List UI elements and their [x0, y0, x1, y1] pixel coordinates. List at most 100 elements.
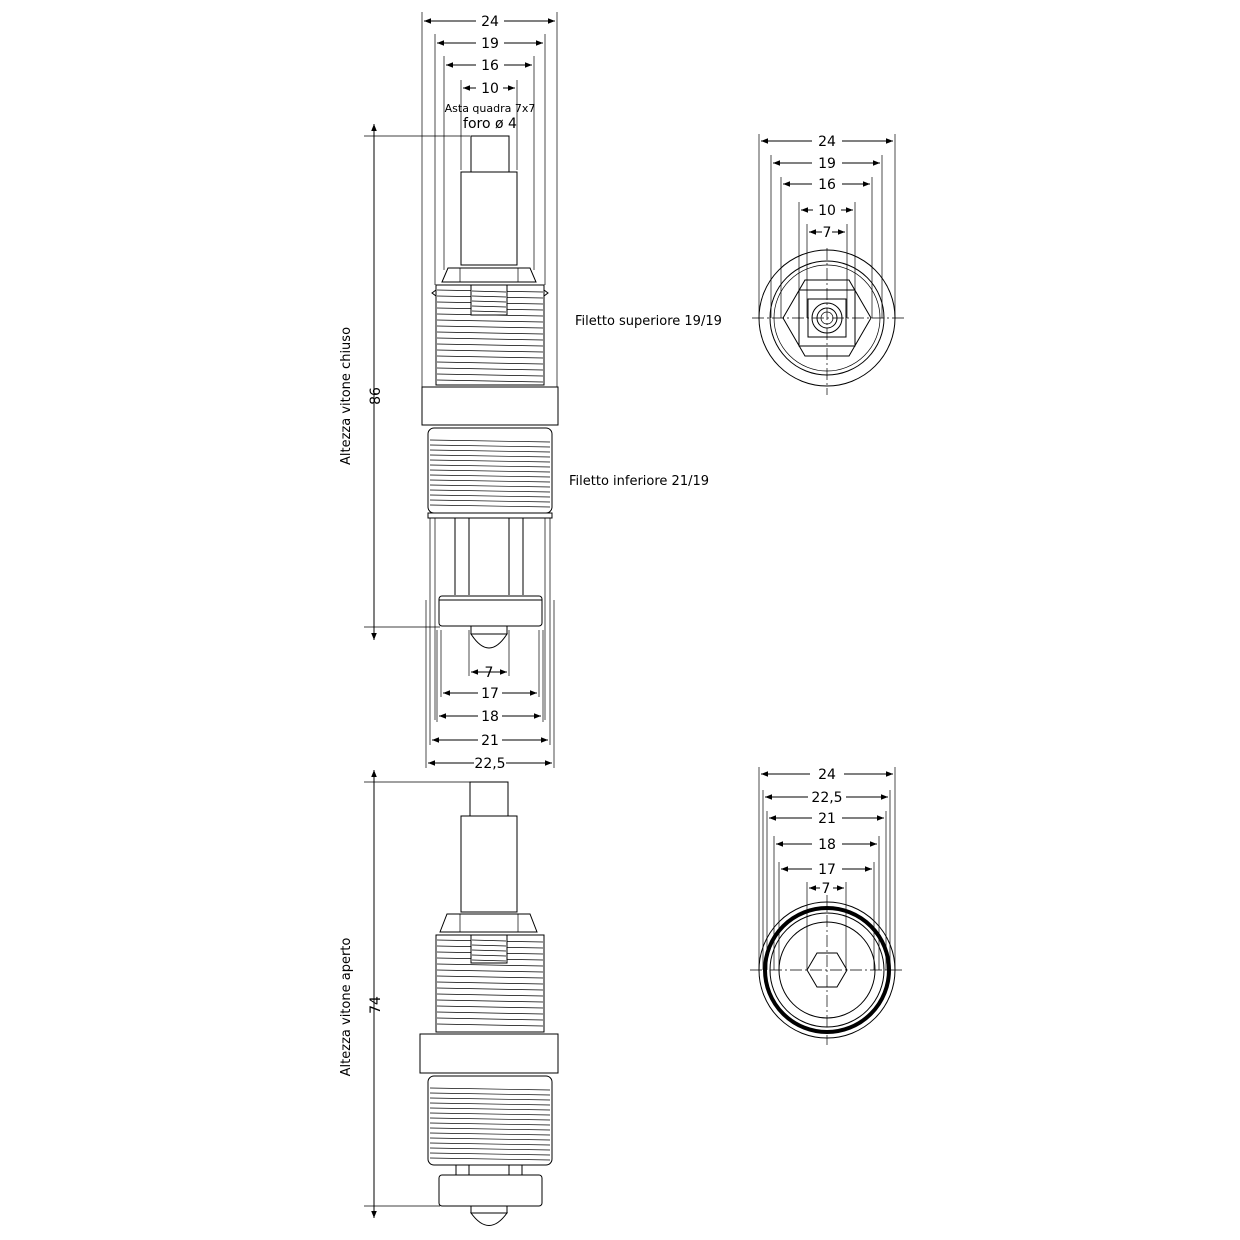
bottom-dim-21: 21 [818, 811, 836, 827]
bottom-view: 24 22,5 21 18 17 7 [750, 767, 904, 1045]
thread-line [471, 959, 507, 962]
thread-line [436, 963, 544, 967]
dim-18-bottom: 18 [481, 709, 499, 725]
thread-line [429, 504, 551, 508]
thread-line [429, 449, 551, 453]
thread-line [471, 310, 507, 313]
bottom-dim-18: 18 [818, 837, 836, 853]
upper-thread-core [471, 290, 507, 313]
thread-line [436, 349, 544, 353]
height-74-value: 74 [368, 996, 384, 1014]
dim-19-top: 19 [481, 36, 499, 52]
bottom-dim-22-5: 22,5 [811, 790, 842, 806]
thread-line [471, 944, 507, 947]
thread-line [436, 1011, 544, 1015]
thread-line [471, 300, 507, 303]
note-hole: foro ø 4 [463, 116, 517, 132]
thread-line [429, 459, 551, 463]
thread-line [429, 1087, 551, 1091]
thread-line [429, 454, 551, 458]
bottom-dim-17: 17 [818, 862, 836, 878]
closed-top-dimensions: 24 19 16 10 Asta quadra 7x7 foro ø 4 [421, 12, 558, 390]
thread-line [429, 1142, 551, 1146]
thread-line [436, 367, 544, 371]
thread-line [429, 1092, 551, 1096]
thread-line [471, 939, 507, 942]
upper-thread [436, 289, 544, 383]
bottom-dim-7: 7 [822, 881, 831, 897]
thread-line [429, 1102, 551, 1106]
dim-17-bottom: 17 [481, 686, 499, 702]
dim-16-top: 16 [481, 58, 499, 74]
top-dim-10: 10 [818, 203, 836, 219]
thread-line [436, 361, 544, 365]
thread-line [429, 1147, 551, 1151]
thread-line [436, 325, 544, 329]
thread-line [436, 993, 544, 997]
thread-line [471, 305, 507, 308]
thread-line [436, 969, 544, 973]
dim-24-top: 24 [481, 14, 499, 30]
dim-21-bottom: 21 [481, 733, 499, 749]
thread-line [429, 1137, 551, 1141]
dim-22-5-bottom: 22,5 [474, 756, 505, 772]
upper-thread-label: Filetto superiore 19/19 [575, 314, 722, 329]
top-dim-24: 24 [818, 134, 836, 150]
thread-line [429, 499, 551, 503]
top-dim-7: 7 [823, 225, 832, 241]
bottom-dim-24: 24 [818, 767, 836, 783]
thread-line [436, 373, 544, 377]
thread-line [471, 949, 507, 952]
height-open-label: Altezza vitone aperto [339, 938, 354, 1077]
thread-line [436, 999, 544, 1003]
thread-line [429, 1097, 551, 1101]
thread-line [429, 479, 551, 483]
top-dim-19: 19 [818, 156, 836, 172]
thread-line [429, 464, 551, 468]
thread-line [429, 489, 551, 493]
lower-thread-label: Filetto inferiore 21/19 [569, 474, 709, 489]
side-view-closed: 24 19 16 10 Asta quadra 7x7 foro ø 4 [339, 12, 722, 772]
open-lower-thread [429, 1087, 551, 1161]
thread-line [429, 444, 551, 448]
note-square-rod: Asta quadra 7x7 [445, 102, 536, 115]
thread-line [436, 319, 544, 323]
thread-line [429, 484, 551, 488]
thread-line [436, 343, 544, 347]
thread-line [471, 954, 507, 957]
thread-line [436, 987, 544, 991]
closed-height-dimension: 86 Altezza vitone chiuso [339, 124, 470, 640]
dim-7-bottom: 7 [485, 665, 494, 681]
thread-line [429, 1117, 551, 1121]
thread-line [436, 337, 544, 341]
thread-line [429, 1107, 551, 1111]
top-dim-16: 16 [818, 177, 836, 193]
top-view: 24 19 16 10 7 [752, 134, 904, 395]
thread-line [429, 1127, 551, 1131]
thread-line [436, 1023, 544, 1027]
thread-line [429, 439, 551, 443]
thread-line [436, 1017, 544, 1021]
thread-line [429, 469, 551, 473]
open-height-dimension: 74 Altezza vitone aperto [339, 770, 470, 1218]
thread-line [429, 1152, 551, 1156]
side-view-open: 74 Altezza vitone aperto [339, 770, 559, 1226]
thread-line [436, 379, 544, 383]
thread-line [471, 295, 507, 298]
open-upper-thread-core [471, 939, 507, 962]
thread-line [436, 355, 544, 359]
thread-line [471, 290, 507, 293]
thread-line [429, 1112, 551, 1116]
thread-line [429, 1157, 551, 1161]
thread-line [429, 1132, 551, 1136]
dim-10-top: 10 [481, 81, 499, 97]
thread-line [436, 331, 544, 335]
height-86-value: 86 [368, 387, 384, 405]
thread-line [436, 1005, 544, 1009]
height-closed-label: Altezza vitone chiuso [339, 327, 354, 465]
thread-line [429, 1122, 551, 1126]
thread-line [429, 494, 551, 498]
thread-line [429, 474, 551, 478]
closed-bottom-dimensions: 7 17 18 21 22,5 [425, 600, 555, 772]
